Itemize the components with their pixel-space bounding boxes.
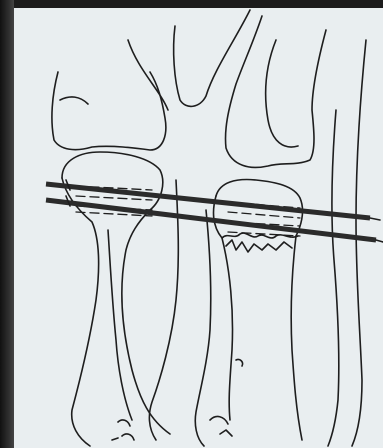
far-right-bone-right [352, 40, 366, 446]
bottom-left-fragment [112, 420, 134, 440]
upper-right-bone-inner [266, 40, 298, 147]
left-metacarpal-outer [62, 178, 99, 446]
right-metacarpal-shaft-right [291, 236, 302, 440]
upper-left-carpal-edge [60, 97, 88, 104]
upper-center-bone-left [128, 40, 168, 110]
upper-left-carpal [52, 72, 166, 150]
bottom-center-fragment [210, 417, 232, 436]
upper-right-bone [225, 16, 326, 167]
left-metacarpal-inner [108, 230, 132, 420]
center-metacarpal [149, 180, 178, 440]
upper-center-bone-right [174, 10, 250, 106]
center-metacarpal-right [195, 210, 211, 446]
fracture-jag [226, 240, 292, 252]
far-right-bone-left [328, 110, 339, 446]
right-metacarpal-shaft-left [214, 196, 233, 420]
bottom-right-fragment [236, 359, 243, 366]
